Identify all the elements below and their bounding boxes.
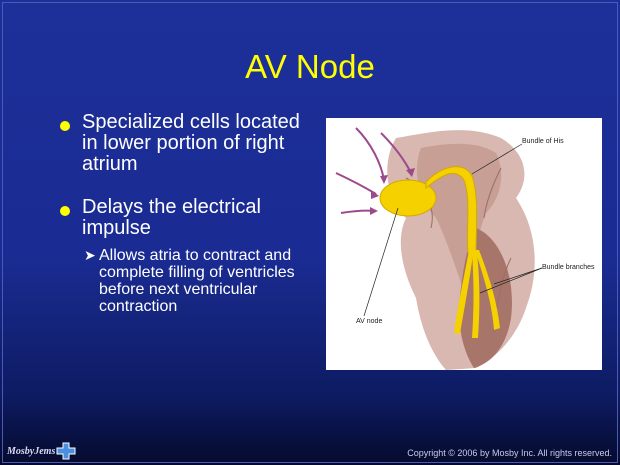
bullet-text-2: Delays the electrical impulse: [82, 196, 261, 239]
label-bundle-branches: Bundle branches: [542, 264, 595, 271]
inflow-arrowhead-4: [370, 207, 378, 215]
mosby-jems-logo-icon: [55, 442, 77, 460]
sub-bullet-text: Allows atria to contract and complete fi…: [99, 247, 295, 315]
bullet-list: Specialized cells located in lower porti…: [60, 112, 310, 337]
av-node-leader: [364, 208, 398, 316]
arrow-bullet-icon: ➤: [84, 247, 96, 264]
inflow-arrow-2: [336, 173, 376, 194]
logo-text: MosbyJems: [7, 446, 55, 457]
mosby-jems-logo: MosbyJems: [7, 442, 77, 460]
inflow-arrow-4: [341, 211, 374, 213]
slide-title: AV Node: [0, 48, 620, 86]
bullet-text-1: Specialized cells located in lower porti…: [82, 111, 300, 175]
copyright-text: Copyright © 2006 by Mosby Inc. All right…: [407, 448, 612, 458]
sub-bullet-item: ➤ Allows atria to contract and complete …: [84, 247, 310, 315]
heart-conduction-figure: Bundle of His Bundle branches AV node: [326, 118, 602, 370]
bullet-item-1: Specialized cells located in lower porti…: [60, 112, 310, 175]
bullet-dot-icon: [60, 121, 70, 131]
heart-illustration: [326, 118, 602, 370]
inflow-arrowhead-1: [380, 175, 388, 184]
bullet-item-2: Delays the electrical impulse ➤ Allows a…: [60, 197, 310, 315]
inflow-arrowhead-2: [371, 190, 379, 199]
bullet-dot-icon: [60, 206, 70, 216]
label-bundle-of-his: Bundle of His: [522, 138, 564, 145]
label-av-node: AV node: [356, 318, 382, 325]
inflow-arrow-1: [356, 128, 384, 180]
